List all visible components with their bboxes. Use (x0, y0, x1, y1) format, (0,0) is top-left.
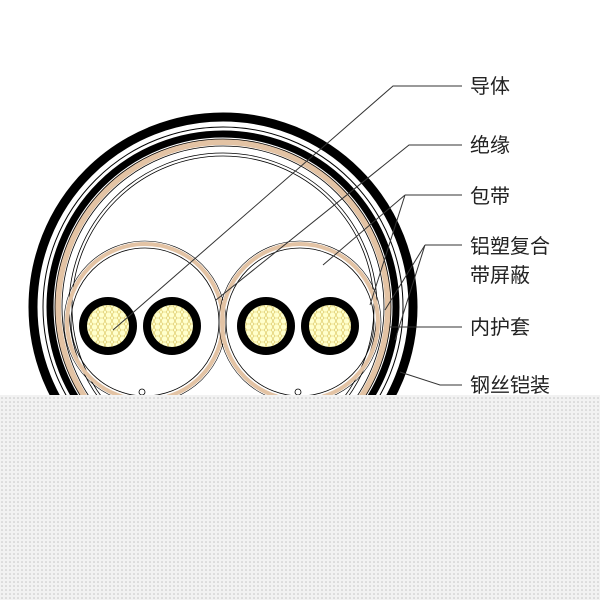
conductor-left-2 (143, 297, 201, 355)
conductor-right-1 (237, 297, 295, 355)
leader-tape-a (322, 194, 406, 266)
label-insulation: 绝缘 (470, 133, 510, 157)
conductor-right-2 (301, 297, 359, 355)
dotted-overlay (0, 395, 600, 600)
leader-armour (399, 371, 462, 386)
leader-insulation (215, 144, 462, 301)
left-pair (63, 240, 227, 404)
leader-tape-b (369, 194, 406, 306)
leader-lines (112, 85, 462, 386)
label-inner-sheath: 内护套 (470, 315, 530, 339)
label-shield-line1: 铝塑复合 (470, 234, 550, 258)
leader-conductor (112, 85, 462, 331)
leader-shield-b (394, 244, 426, 341)
label-shield-line2: 带屏蔽 (470, 263, 530, 287)
label-armour: 钢丝铠装 (470, 373, 550, 397)
leader-shield-a (384, 244, 426, 311)
conductor-left-1 (79, 297, 137, 355)
label-tape: 包带 (470, 184, 510, 208)
right-pair (218, 240, 382, 404)
label-conductor: 导体 (470, 74, 510, 98)
